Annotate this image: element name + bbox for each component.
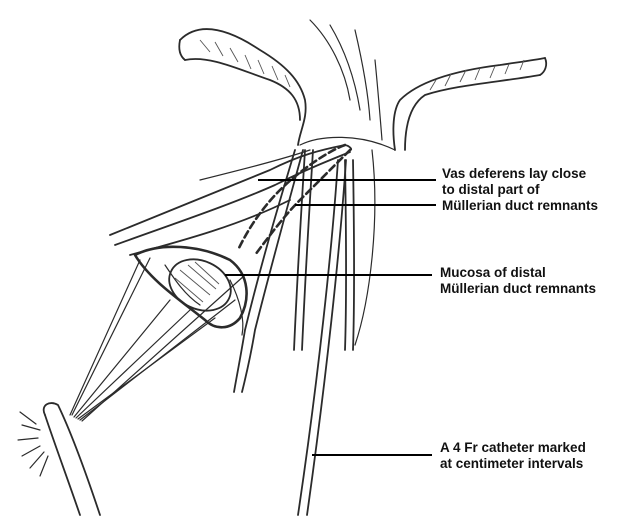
label-mucosa-line2: Müllerian duct remnants bbox=[440, 281, 596, 297]
lateral-strands bbox=[230, 150, 375, 392]
label-catheter: A 4 Fr catheter marked at centimeter int… bbox=[440, 440, 586, 472]
catheter bbox=[298, 160, 346, 515]
label-vas-deferens-line1: Vas deferens lay close bbox=[442, 166, 598, 182]
upper-tissue-band bbox=[179, 20, 546, 150]
label-vas-deferens-line2: to distal part of bbox=[442, 182, 598, 198]
clamp-instrument bbox=[18, 403, 100, 515]
label-catheter-line1: A 4 Fr catheter marked bbox=[440, 440, 586, 456]
label-mucosa: Mucosa of distal Müllerian duct remnants bbox=[440, 265, 596, 297]
leader-lines bbox=[225, 180, 436, 455]
mucosa-opening bbox=[135, 247, 247, 327]
label-vas-deferens-line3: Müllerian duct remnants bbox=[442, 198, 598, 214]
label-catheter-line2: at centimeter intervals bbox=[440, 456, 586, 472]
label-vas-deferens: Vas deferens lay close to distal part of… bbox=[442, 166, 598, 214]
label-mucosa-line1: Mucosa of distal bbox=[440, 265, 596, 281]
